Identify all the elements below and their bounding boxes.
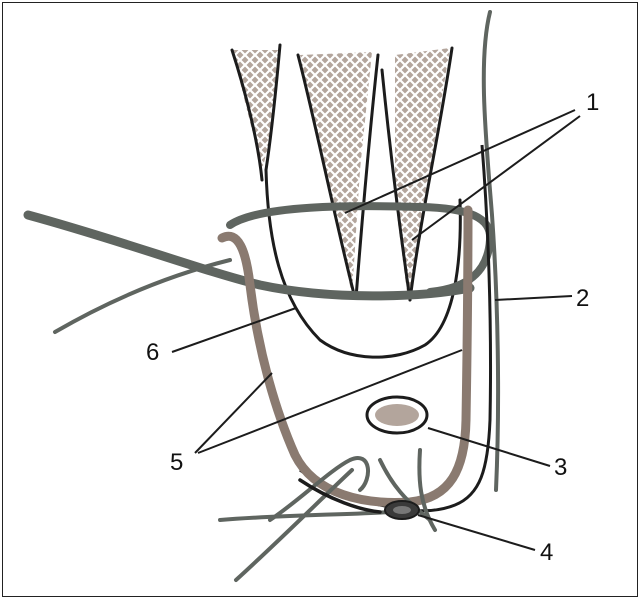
label-2: 2: [576, 285, 589, 312]
leader-1a: [345, 110, 575, 213]
leader-6: [172, 308, 296, 352]
leader-5a: [195, 373, 272, 453]
leader-5b: [198, 350, 462, 453]
leader-lines: [172, 110, 580, 550]
leader-2: [495, 296, 572, 300]
label-4: 4: [540, 539, 553, 566]
strand-c: [270, 458, 368, 520]
label-3: 3: [554, 454, 567, 481]
strand-b: [236, 470, 352, 580]
leader-4: [418, 515, 535, 550]
fiber-bundle-middle: [300, 52, 372, 295]
label-6: 6: [146, 339, 159, 366]
label-1: 1: [586, 89, 599, 116]
small-oval-4: [385, 501, 419, 519]
small-oval-3: [367, 397, 427, 433]
label-5: 5: [170, 449, 183, 476]
